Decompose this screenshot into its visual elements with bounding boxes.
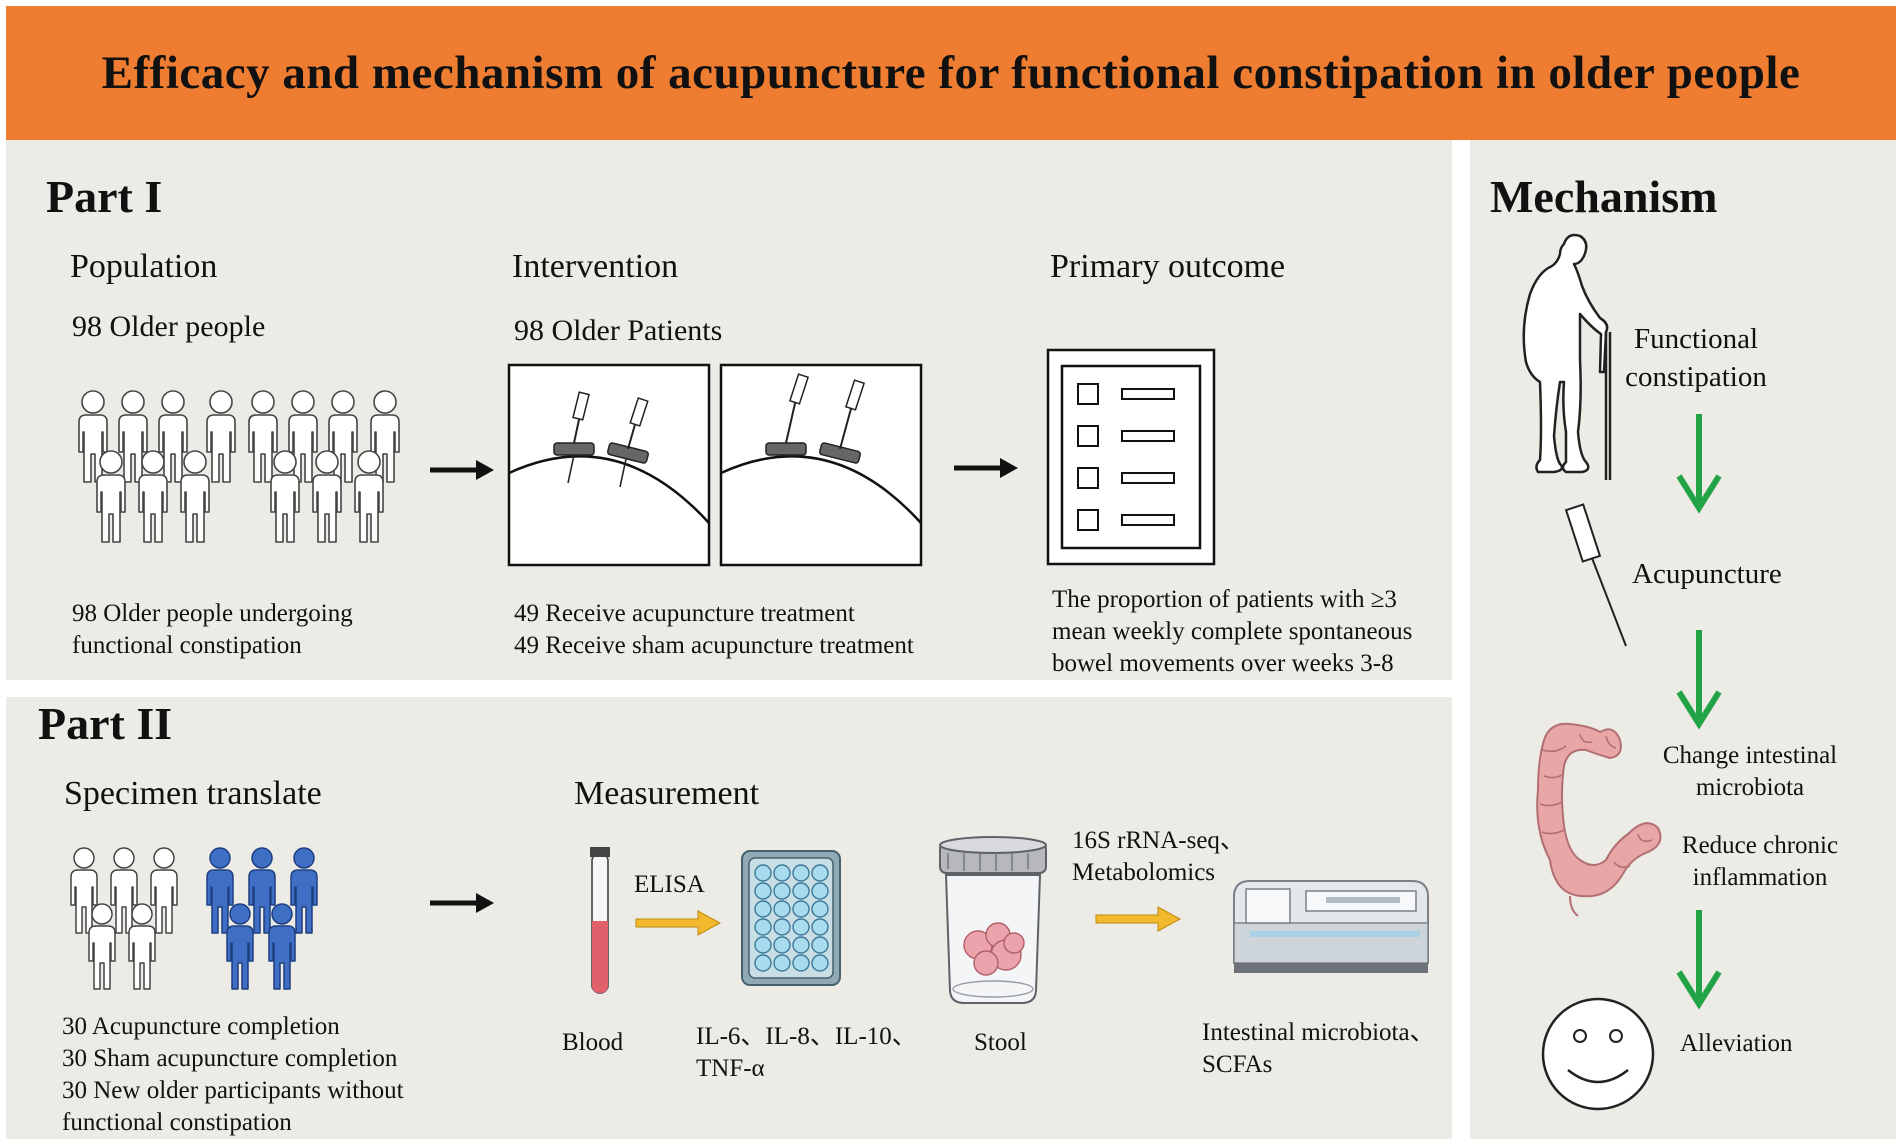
part1-heading: Part I: [46, 171, 163, 222]
result-line1: Intestinal microbiota、: [1202, 1019, 1435, 1046]
specimen-line1: 30 Acupuncture completion: [62, 1013, 340, 1040]
intervention-desc-line2: 49 Receive sham acupuncture treatment: [514, 632, 914, 659]
step3-line1: Change intestinal: [1662, 742, 1838, 769]
intervention-header: Intervention: [512, 248, 679, 285]
colon-icon: [1536, 722, 1662, 917]
population-desc: 98 Older people undergoing functional co…: [72, 598, 353, 662]
outcome-desc: The proportion of patients with ≥3 mean …: [1052, 584, 1412, 680]
intervention-desc-line1: 49 Receive acupuncture treatment: [514, 600, 855, 627]
part2-heading: Part II: [38, 698, 173, 749]
well-plate-icon: [741, 850, 841, 986]
smiley-face-icon: [1541, 997, 1655, 1111]
title-bar: Efficacy and mechanism of acupuncture fo…: [6, 6, 1896, 140]
arrow-down-icon: [1676, 910, 1722, 1010]
arrow-down-icon: [1676, 414, 1722, 514]
arrow-right-icon: [430, 460, 494, 480]
specimen-line4: functional constipation: [62, 1109, 292, 1136]
diagram-title: Efficacy and mechanism of acupuncture fo…: [101, 47, 1801, 99]
outcome-desc-line1: The proportion of patients with ≥3: [1052, 586, 1397, 613]
stool-jar-icon: [939, 836, 1047, 1004]
arrow-right-icon: [954, 458, 1018, 478]
arrow-down-icon: [1676, 630, 1722, 730]
step1-label: Functional constipation: [1606, 320, 1786, 396]
step4-label: Reduce chronic inflammation: [1660, 830, 1860, 894]
arrow-right-icon: [635, 910, 722, 936]
step2-label: Acupuncture: [1632, 558, 1782, 590]
stool-label: Stool: [974, 1029, 1027, 1056]
specimen-line2: 30 Sham acupuncture completion: [62, 1045, 398, 1072]
people-group-icon: [78, 390, 400, 543]
specimen-line3: 30 New older participants without: [62, 1077, 404, 1104]
step3-line2: microbiota: [1695, 774, 1805, 801]
specimen-header: Specimen translate: [64, 775, 322, 812]
mechanism-panel: Mechanism Functional constipation Acupun…: [1470, 140, 1896, 1139]
measurement-header: Measurement: [574, 775, 760, 812]
checklist-icon: [1046, 348, 1216, 566]
part2-panel: Part II Specimen translate 30 Acupunctur…: [6, 697, 1452, 1139]
population-desc-line2: functional constipation: [72, 632, 302, 659]
step3-label: Change intestinal microbiota: [1650, 740, 1850, 804]
needle-icon: [1564, 503, 1627, 647]
arrow-right-icon: [1095, 906, 1182, 932]
elisa-label: ELISA: [634, 871, 705, 898]
step4-line2: inflammation: [1692, 864, 1828, 891]
intervention-desc: 49 Receive acupuncture treatment 49 Rece…: [514, 598, 914, 662]
result-label: Intestinal microbiota、 SCFAs: [1202, 1017, 1435, 1081]
population-count: 98 Older people: [72, 310, 266, 343]
mechanism-heading: Mechanism: [1490, 171, 1718, 222]
cytokines-label: IL-6、IL-8、IL-10、 TNF-α: [696, 1021, 917, 1085]
step1-line1: Functional: [1633, 323, 1759, 355]
specimen-list: 30 Acupuncture completion 30 Sham acupun…: [62, 1011, 404, 1139]
step4-line1: Reduce chronic: [1681, 832, 1839, 859]
blood-label: Blood: [562, 1029, 624, 1056]
result-line2: SCFAs: [1202, 1051, 1273, 1078]
people-group-icon: [70, 847, 318, 990]
blood-tube-icon: [590, 847, 610, 994]
elderly-person-icon: [1522, 233, 1612, 480]
arrow-right-icon: [430, 893, 494, 913]
step1-line2: constipation: [1625, 361, 1767, 393]
cytokines-line2: TNF-α: [696, 1055, 765, 1082]
sequencer-icon: [1233, 880, 1429, 973]
outcome-header: Primary outcome: [1050, 248, 1286, 285]
needle-insertion-icon: [507, 363, 923, 567]
cytokines-line1: IL-6、IL-8、IL-10、: [696, 1023, 917, 1050]
population-desc-line1: 98 Older people undergoing: [72, 600, 353, 627]
population-header: Population: [70, 248, 218, 285]
seq-line1: 16S rRNA-seq、: [1072, 827, 1245, 854]
step5-label: Alleviation: [1680, 1030, 1793, 1057]
outcome-desc-line3: bowel movements over weeks 3-8: [1052, 650, 1394, 677]
intervention-count: 98 Older Patients: [514, 314, 723, 347]
part1-panel: Part I Population 98 Older people 98 Old…: [6, 140, 1452, 680]
seq-line2: Metabolomics: [1072, 859, 1216, 886]
seq-label: 16S rRNA-seq、 Metabolomics: [1072, 825, 1245, 889]
outcome-desc-line2: mean weekly complete spontaneous: [1052, 618, 1413, 645]
